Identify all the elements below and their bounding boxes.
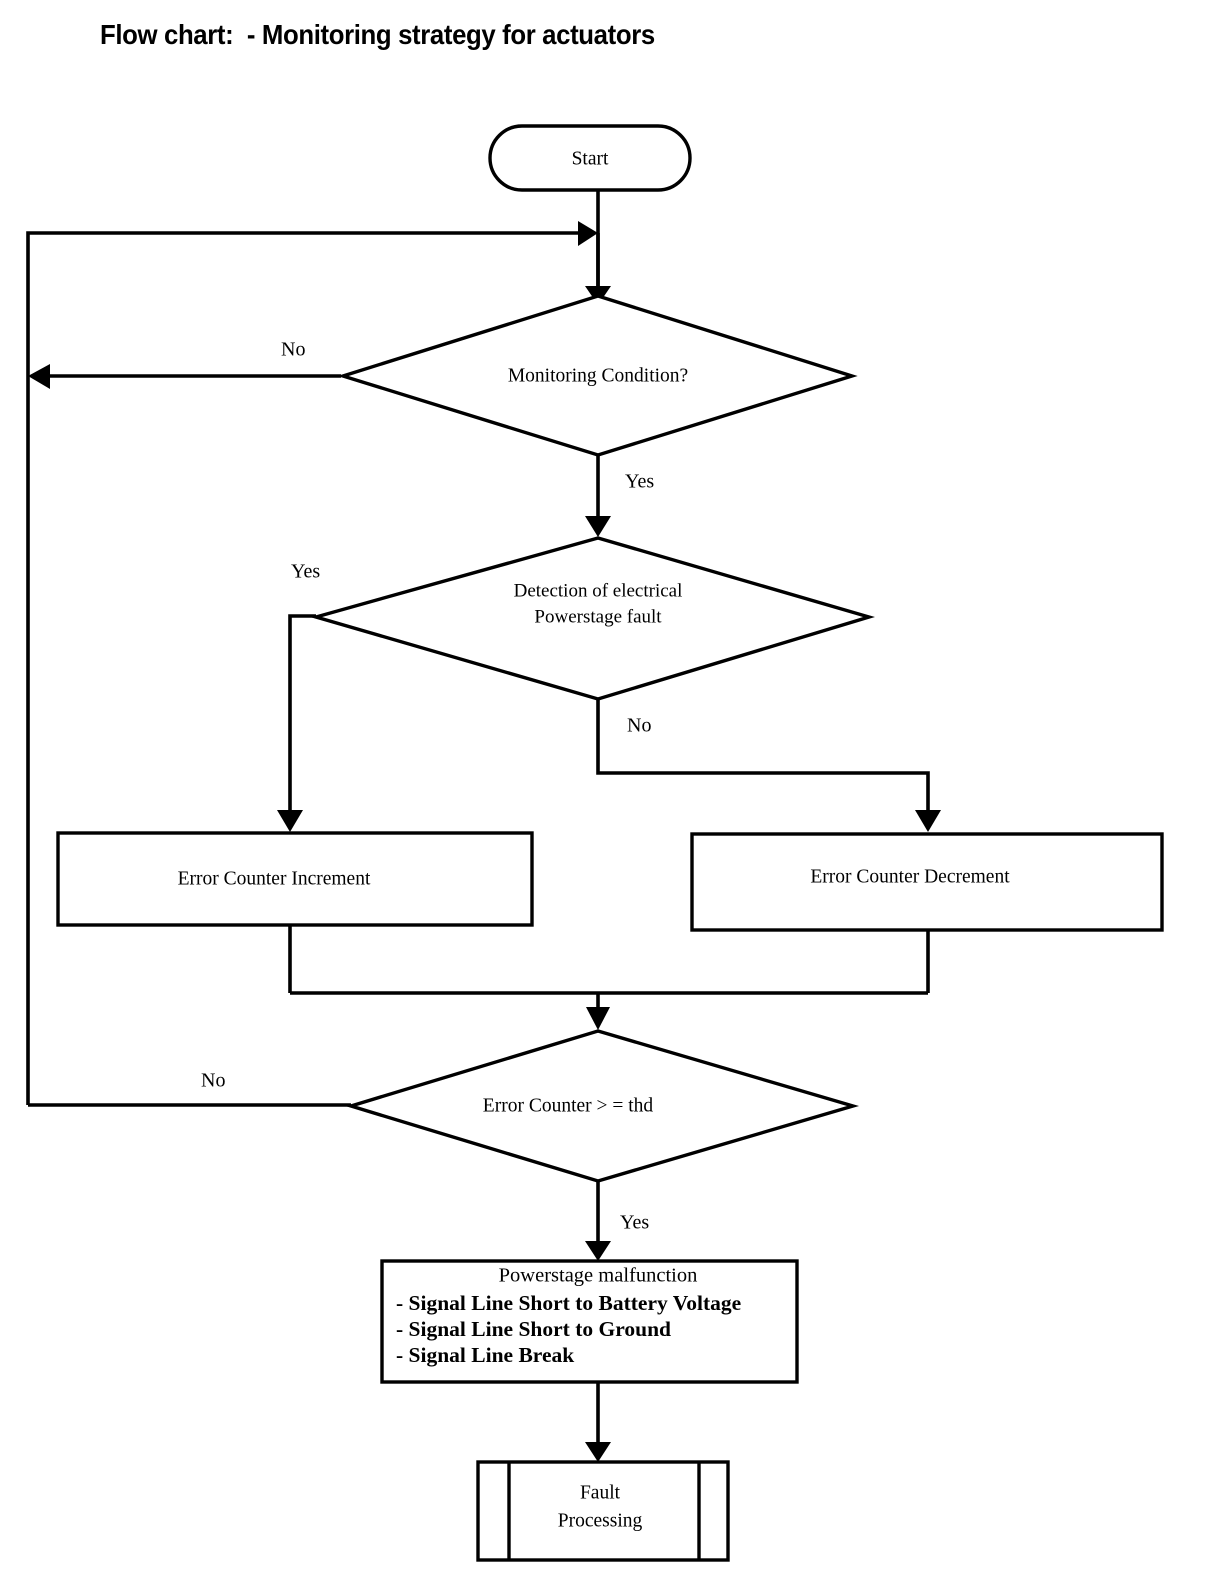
node-detection-fault-line1: Detection of electrical (514, 580, 683, 601)
node-error-counter-threshold[interactable] (345, 1029, 860, 1183)
arrowhead-into-threshold (586, 1007, 610, 1030)
node-powerstage-malfunction-item-2: - Signal Line Break (396, 1343, 574, 1367)
arrowhead-monitoring-no (28, 364, 50, 389)
arrowhead-into-increment (277, 810, 303, 832)
edge-detection-no (596, 699, 930, 812)
edge-label-monitoring-yes: Yes (625, 471, 654, 493)
edge-label-threshold-no: No (201, 1070, 225, 1092)
arrowhead-into-detection (585, 516, 611, 537)
node-detection-fault[interactable] (309, 536, 875, 701)
node-fault-processing-line1: Fault (580, 1482, 621, 1503)
node-powerstage-malfunction-item-1: - Signal Line Short to Ground (396, 1317, 671, 1341)
node-detection-fault-line2: Powerstage fault (534, 606, 662, 627)
node-error-counter-threshold-label: Error Counter > = thd (483, 1095, 654, 1116)
node-monitoring-condition[interactable] (337, 294, 858, 457)
node-monitoring-condition-label: Monitoring Condition? (508, 365, 688, 386)
node-error-counter-decrement-label: Error Counter Decrement (810, 866, 1010, 887)
arrowhead-into-malfunction (585, 1241, 611, 1261)
node-start-label: Start (572, 148, 609, 169)
node-error-counter-increment-label: Error Counter Increment (178, 868, 371, 889)
node-error-counter-increment[interactable] (56, 831, 534, 927)
node-powerstage-malfunction[interactable] (380, 1259, 799, 1384)
node-fault-processing-line2: Processing (558, 1510, 643, 1531)
node-error-counter-decrement[interactable] (690, 832, 1164, 932)
edge-label-monitoring-no: No (281, 339, 305, 361)
page-title: Flow chart: - Monitoring strategy for ac… (100, 19, 655, 50)
edge-label-detection-no: No (627, 715, 651, 737)
arrowhead-into-decrement (915, 810, 941, 832)
node-fault-processing[interactable] (476, 1460, 730, 1562)
node-start[interactable] (488, 124, 692, 192)
edge-feedback-loop-rail (26, 231, 580, 1105)
arrowhead-into-fault-processing (585, 1442, 611, 1462)
edge-label-detection-yes: Yes (291, 561, 320, 583)
edge-detection-yes (288, 614, 316, 812)
edge-label-threshold-yes: Yes (620, 1212, 649, 1234)
node-powerstage-malfunction-title: Powerstage malfunction (499, 1265, 698, 1287)
node-powerstage-malfunction-item-0: - Signal Line Short to Battery Voltage (396, 1291, 741, 1315)
arrowhead-feedback-into-top (578, 221, 598, 246)
